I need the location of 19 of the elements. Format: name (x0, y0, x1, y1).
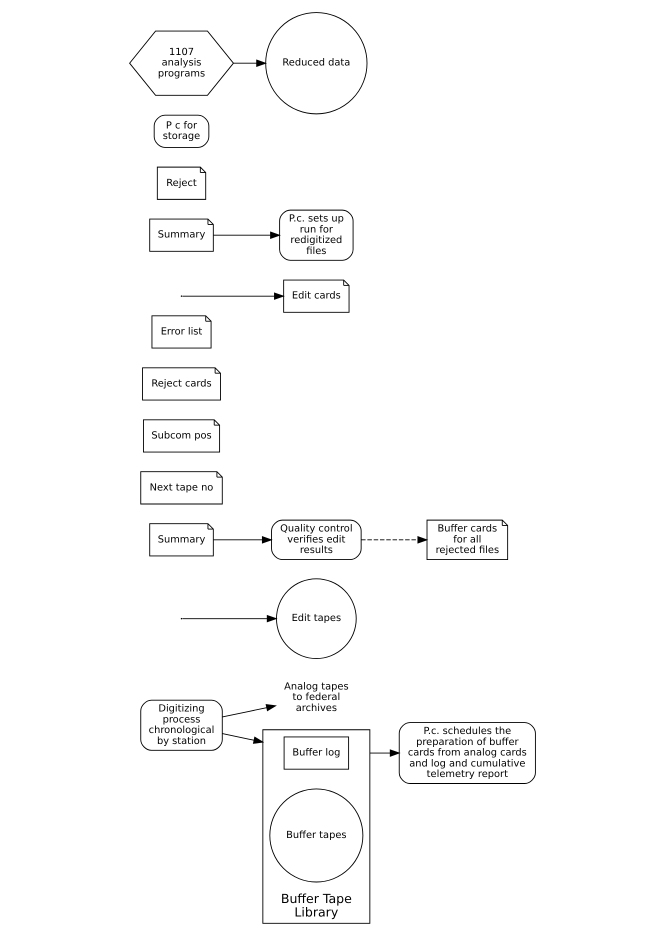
arrow (368, 749, 400, 757)
node-circle: Reduced data (264, 12, 367, 114)
node-box: Digitizing process chronological by station (140, 700, 222, 751)
node-circle: Buffer tapes (268, 788, 363, 882)
arrow (212, 231, 280, 239)
node-box: Buffer log (283, 736, 349, 770)
node-text: Analog tapes to federal archives (284, 681, 348, 714)
node-circle: Edit tapes (276, 578, 356, 659)
arrow (182, 614, 278, 622)
node-box: Quality control verifies edit results (270, 520, 362, 560)
arrow (212, 536, 272, 544)
arrow (182, 292, 284, 300)
arrow (221, 733, 264, 744)
node-box: P.c. sets up run for redigitized files (278, 210, 354, 261)
arrow (232, 59, 266, 67)
arrow (221, 704, 276, 718)
node-box: P c for storage (153, 114, 209, 148)
arrow (360, 536, 428, 544)
node-box: P.c. schedules the preparation of buffer cards from analog cards and log and cumulative telemetry report (398, 722, 536, 784)
